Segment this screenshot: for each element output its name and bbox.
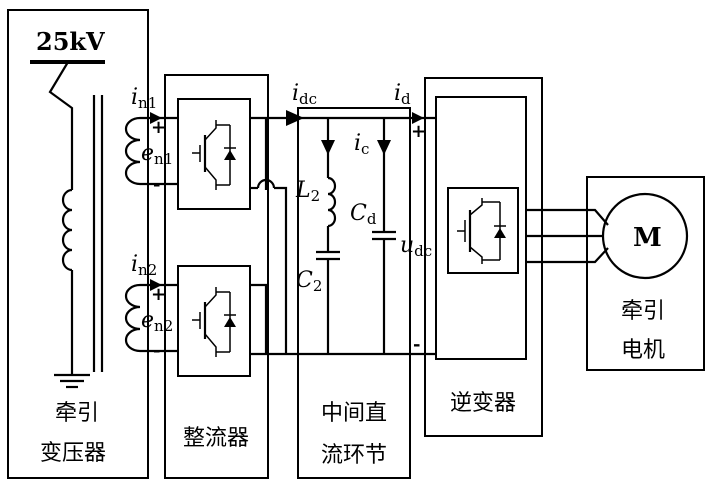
cd-branch [372,118,396,354]
plus-mark-lower: + [151,284,166,305]
plus-mark-upper: + [151,117,166,138]
minus-mark-upper: - [153,174,160,195]
rectifier-name: 整流器 [183,426,249,451]
minus-mark-dc: - [413,334,420,355]
label-in1: in1 [131,85,157,112]
label-c2: C2 [296,268,322,295]
label-udc: udc [400,233,432,260]
lc-branch [316,118,340,354]
inverter-module [436,97,526,359]
label-idc: idc [292,81,317,108]
dc-bus [250,110,436,354]
motor-letter: M [633,223,662,253]
label-en1: en1 [141,141,173,168]
transformer-name-line2: 变压器 [40,441,106,466]
transformer-name-line1: 牵引 [55,401,99,426]
rectifier-upper [178,99,250,209]
motor-name-line2: 电机 [621,338,665,363]
label-id: id [394,81,411,108]
minus-mark-lower: - [153,340,160,361]
voltage-label: 25kV [36,27,105,56]
label-in2: in2 [131,252,157,279]
label-cd: Cd [350,201,377,228]
plus-mark-dc: + [411,121,426,142]
rectifier-block [165,75,268,478]
dc-link-name-line1: 中间直 [321,401,387,426]
label-en2: en2 [141,308,173,335]
label-l2: L2 [295,178,320,205]
dc-link-name-line2: 流环节 [321,443,387,468]
motor-name-line1: 牵引 [621,299,665,324]
three-phase-lines [526,210,608,262]
inverter-name: 逆变器 [450,391,516,416]
inverter-block [425,78,542,436]
label-ic: ic [354,131,369,158]
rectifier-lower [178,266,250,376]
